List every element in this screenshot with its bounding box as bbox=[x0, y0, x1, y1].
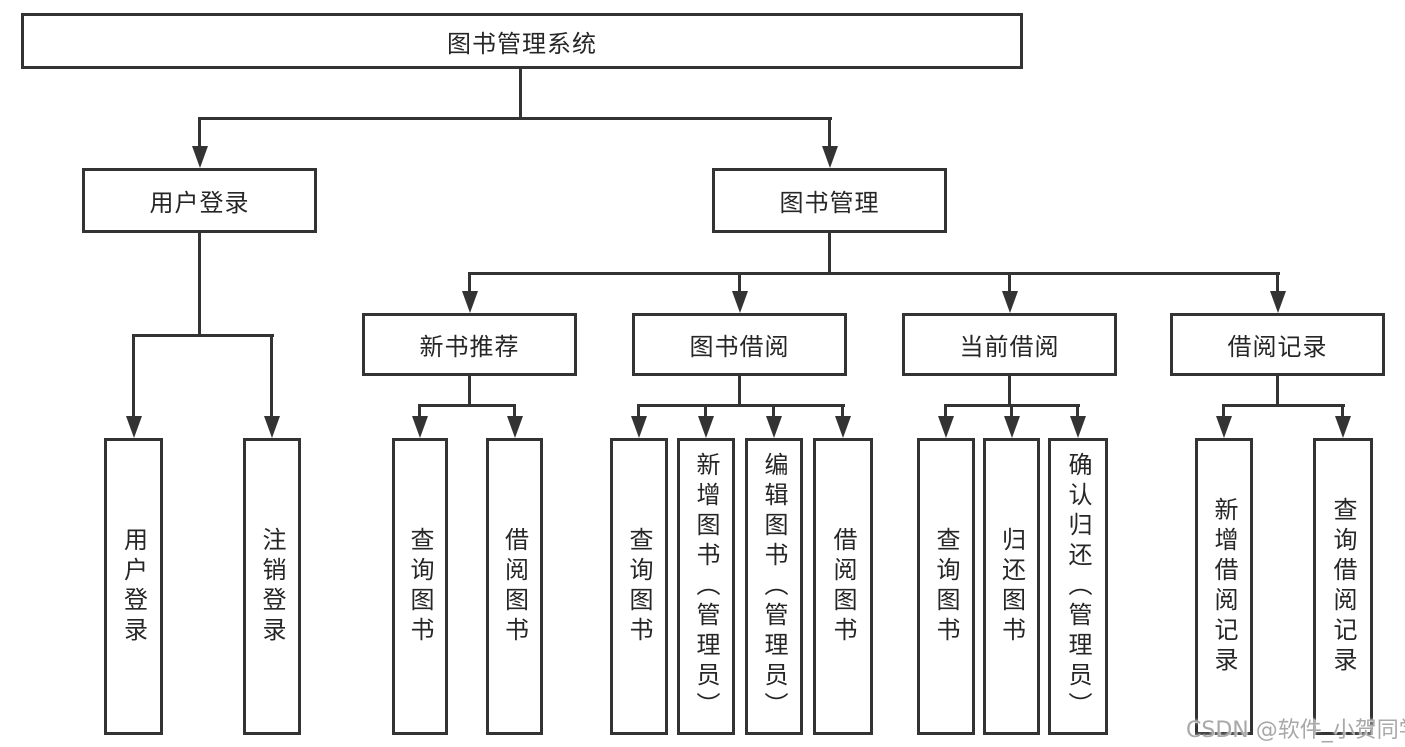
connector-book-management-stem bbox=[828, 233, 831, 275]
leaf-logout-label: 注销登录 bbox=[258, 526, 286, 647]
arrowhead-edit-book bbox=[766, 416, 782, 438]
node-library-management-system: 图书管理系统 bbox=[21, 13, 1023, 69]
arrowhead-query-books-b bbox=[631, 416, 647, 438]
leaf-query-borrow-record-label: 查询借阅记录 bbox=[1329, 496, 1357, 677]
connector-level3-bar bbox=[468, 272, 1280, 275]
leaf-borrow-books-a: 借阅图书 bbox=[486, 438, 543, 735]
connector-book-borrowing-bar bbox=[637, 404, 845, 407]
connector-drop-leaf-user-login bbox=[132, 334, 135, 418]
connector-drop-add-book bbox=[704, 404, 707, 418]
node-current-borrowing: 当前借阅 bbox=[902, 313, 1117, 376]
node-new-book-recommendation: 新书推荐 bbox=[362, 313, 577, 376]
connector-drop-borrowing-records bbox=[1276, 272, 1279, 294]
leaf-add-book-admin: 新增图书（管理员） bbox=[677, 438, 735, 735]
arrowhead-confirm-return bbox=[1070, 416, 1086, 438]
node-user-login-label: 用户登录 bbox=[149, 189, 250, 217]
connector-current-borrowing-stem bbox=[1008, 376, 1011, 407]
connector-book-borrowing-stem bbox=[738, 376, 741, 407]
connector-borrowing-records-bar bbox=[1222, 404, 1345, 407]
connector-drop-query-record bbox=[1341, 404, 1344, 418]
node-book-management-label: 图书管理 bbox=[779, 189, 880, 217]
arrowhead-borrow-books-b bbox=[835, 416, 851, 438]
arrowhead-query-books-a bbox=[412, 416, 428, 438]
connector-drop-user-login bbox=[198, 117, 201, 150]
leaf-confirm-return-admin: 确认归还（管理员） bbox=[1048, 438, 1108, 735]
leaf-add-borrow-record-label: 新增借阅记录 bbox=[1210, 496, 1238, 677]
connector-drop-add-record bbox=[1222, 404, 1225, 418]
arrowhead-add-book bbox=[698, 416, 714, 438]
arrowhead-new-book bbox=[462, 291, 478, 313]
leaf-add-borrow-record: 新增借阅记录 bbox=[1195, 438, 1253, 735]
arrowhead-borrow-books-a bbox=[507, 416, 523, 438]
connector-root-stem bbox=[519, 69, 522, 119]
connector-drop-confirm-return bbox=[1076, 404, 1079, 418]
leaf-confirm-return-admin-label: 确认归还（管理员） bbox=[1064, 451, 1092, 722]
node-book-borrowing: 图书借阅 bbox=[632, 313, 847, 376]
leaf-edit-book-admin: 编辑图书（管理员） bbox=[745, 438, 803, 735]
leaf-add-book-admin-label: 新增图书（管理员） bbox=[692, 451, 720, 722]
node-borrowing-records: 借阅记录 bbox=[1170, 313, 1385, 376]
leaf-query-books-b-label: 查询图书 bbox=[625, 526, 653, 647]
leaf-borrow-books-a-label: 借阅图书 bbox=[500, 526, 529, 647]
arrowhead-leaf-user-login bbox=[126, 416, 142, 438]
leaf-return-book: 归还图书 bbox=[983, 438, 1040, 735]
arrowhead-leaf-logout bbox=[264, 416, 280, 438]
leaf-query-books-c: 查询图书 bbox=[917, 438, 975, 735]
connector-drop-borrow-books-a bbox=[513, 404, 516, 418]
connector-borrowing-records-stem bbox=[1276, 376, 1279, 407]
leaf-return-book-label: 归还图书 bbox=[997, 526, 1026, 647]
connector-new-book-bar bbox=[418, 404, 516, 407]
connector-drop-borrow-books-b bbox=[841, 404, 844, 418]
connector-new-book-stem bbox=[468, 376, 471, 407]
leaf-query-books-c-label: 查询图书 bbox=[932, 526, 960, 647]
node-library-management-system-label: 图书管理系统 bbox=[447, 29, 597, 58]
connector-drop-query-books-b bbox=[637, 404, 640, 418]
arrowhead-book-borrowing bbox=[732, 291, 748, 313]
connector-drop-leaf-logout bbox=[270, 334, 273, 418]
connector-drop-query-books-a bbox=[418, 404, 421, 418]
leaf-user-login: 用户登录 bbox=[104, 438, 163, 735]
leaf-query-books-a-label: 查询图书 bbox=[406, 526, 434, 647]
node-new-book-recommendation-label: 新书推荐 bbox=[419, 333, 520, 361]
connector-drop-new-book bbox=[468, 272, 471, 294]
connector-drop-book-borrowing bbox=[738, 272, 741, 294]
leaf-query-books-a: 查询图书 bbox=[392, 438, 448, 735]
arrowhead-current-borrowing bbox=[1002, 291, 1018, 313]
arrowhead-query-record bbox=[1335, 416, 1351, 438]
connector-drop-return-book bbox=[1010, 404, 1013, 418]
leaf-edit-book-admin-label: 编辑图书（管理员） bbox=[760, 451, 788, 722]
leaf-logout: 注销登录 bbox=[243, 438, 301, 735]
csdn-watermark: CSDN @软件_小贺同学 bbox=[1186, 718, 1405, 743]
connector-level2-bar bbox=[198, 117, 832, 120]
arrowhead-add-record bbox=[1216, 416, 1232, 438]
leaf-query-books-b: 查询图书 bbox=[610, 438, 668, 735]
arrowhead-borrowing-records bbox=[1270, 291, 1286, 313]
node-current-borrowing-label: 当前借阅 bbox=[959, 333, 1060, 361]
arrowhead-book-management bbox=[822, 146, 838, 168]
arrowhead-query-books-c bbox=[938, 416, 954, 438]
arrowhead-user-login bbox=[192, 146, 208, 168]
connector-user-login-bar bbox=[132, 334, 274, 337]
connector-drop-edit-book bbox=[772, 404, 775, 418]
leaf-user-login-label: 用户登录 bbox=[119, 526, 148, 647]
leaf-borrow-books-b-label: 借阅图书 bbox=[829, 526, 857, 647]
connector-drop-book-management bbox=[828, 117, 831, 150]
connector-drop-query-books-c bbox=[944, 404, 947, 418]
leaf-query-borrow-record: 查询借阅记录 bbox=[1313, 438, 1373, 735]
connector-drop-current-borrowing bbox=[1008, 272, 1011, 294]
node-borrowing-records-label: 借阅记录 bbox=[1227, 333, 1328, 361]
node-book-borrowing-label: 图书借阅 bbox=[689, 333, 790, 361]
node-book-management: 图书管理 bbox=[712, 168, 947, 233]
leaf-borrow-books-b: 借阅图书 bbox=[813, 438, 873, 735]
arrowhead-return-book bbox=[1004, 416, 1020, 438]
connector-user-login-stem bbox=[198, 233, 201, 335]
node-user-login: 用户登录 bbox=[82, 168, 317, 233]
